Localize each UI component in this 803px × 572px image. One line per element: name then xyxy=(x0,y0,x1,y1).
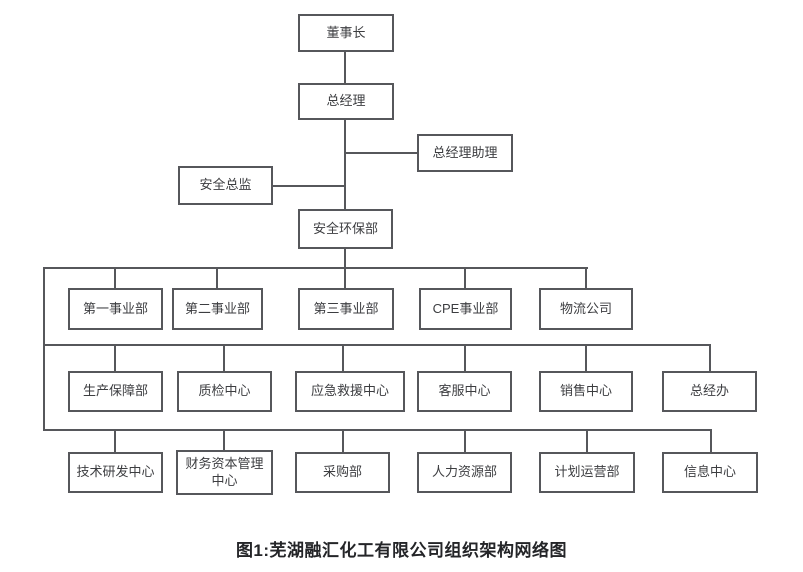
connector xyxy=(464,344,466,373)
connector xyxy=(114,267,116,290)
org-node-planning-operations: 计划运营部 xyxy=(539,452,635,493)
org-node-information-center: 信息中心 xyxy=(662,452,758,493)
org-node-tech-rnd: 技术研发中心 xyxy=(68,452,163,493)
org-node-human-resources: 人力资源部 xyxy=(417,452,512,493)
org-node-production-support: 生产保障部 xyxy=(68,371,163,412)
connector xyxy=(585,267,587,290)
org-node-division-3: 第三事业部 xyxy=(298,288,394,330)
connector xyxy=(710,429,712,454)
org-node-chairman: 董事长 xyxy=(298,14,394,52)
org-node-safety-env-dept: 安全环保部 xyxy=(298,209,393,249)
org-node-quality-center: 质检中心 xyxy=(177,371,272,412)
org-node-division-2: 第二事业部 xyxy=(172,288,263,330)
connector xyxy=(344,51,346,84)
org-node-gm-office: 总经办 xyxy=(662,371,757,412)
org-node-procurement: 采购部 xyxy=(295,452,390,493)
connector xyxy=(43,344,711,346)
connector xyxy=(586,429,588,454)
org-node-division-1: 第一事业部 xyxy=(68,288,163,330)
org-node-customer-service: 客服中心 xyxy=(417,371,512,412)
connector xyxy=(43,429,712,431)
connector xyxy=(272,185,346,187)
org-node-gm-assistant: 总经理助理 xyxy=(417,134,513,172)
connector xyxy=(43,267,588,269)
connector xyxy=(709,344,711,373)
connector xyxy=(223,429,225,454)
org-node-division-cpe: CPE事业部 xyxy=(419,288,512,330)
connector xyxy=(114,344,116,373)
connector xyxy=(342,344,344,373)
org-node-emergency-rescue: 应急救援中心 xyxy=(295,371,405,412)
connector xyxy=(464,267,466,290)
org-node-safety-director: 安全总监 xyxy=(178,166,273,205)
connector xyxy=(344,248,346,290)
org-node-sales-center: 销售中心 xyxy=(539,371,633,412)
org-node-general-manager: 总经理 xyxy=(298,83,394,120)
figure-caption: 图1:芜湖融汇化工有限公司组织架构网络图 xyxy=(235,541,568,560)
connector xyxy=(344,119,346,211)
connector xyxy=(464,429,466,454)
connector xyxy=(223,344,225,373)
connector xyxy=(43,267,45,431)
org-node-finance-capital: 财务资本管理中心 xyxy=(176,450,273,495)
connector xyxy=(216,267,218,290)
org-node-logistics: 物流公司 xyxy=(539,288,633,330)
connector xyxy=(585,344,587,373)
connector xyxy=(114,429,116,454)
connector xyxy=(342,429,344,454)
connector xyxy=(345,152,419,154)
